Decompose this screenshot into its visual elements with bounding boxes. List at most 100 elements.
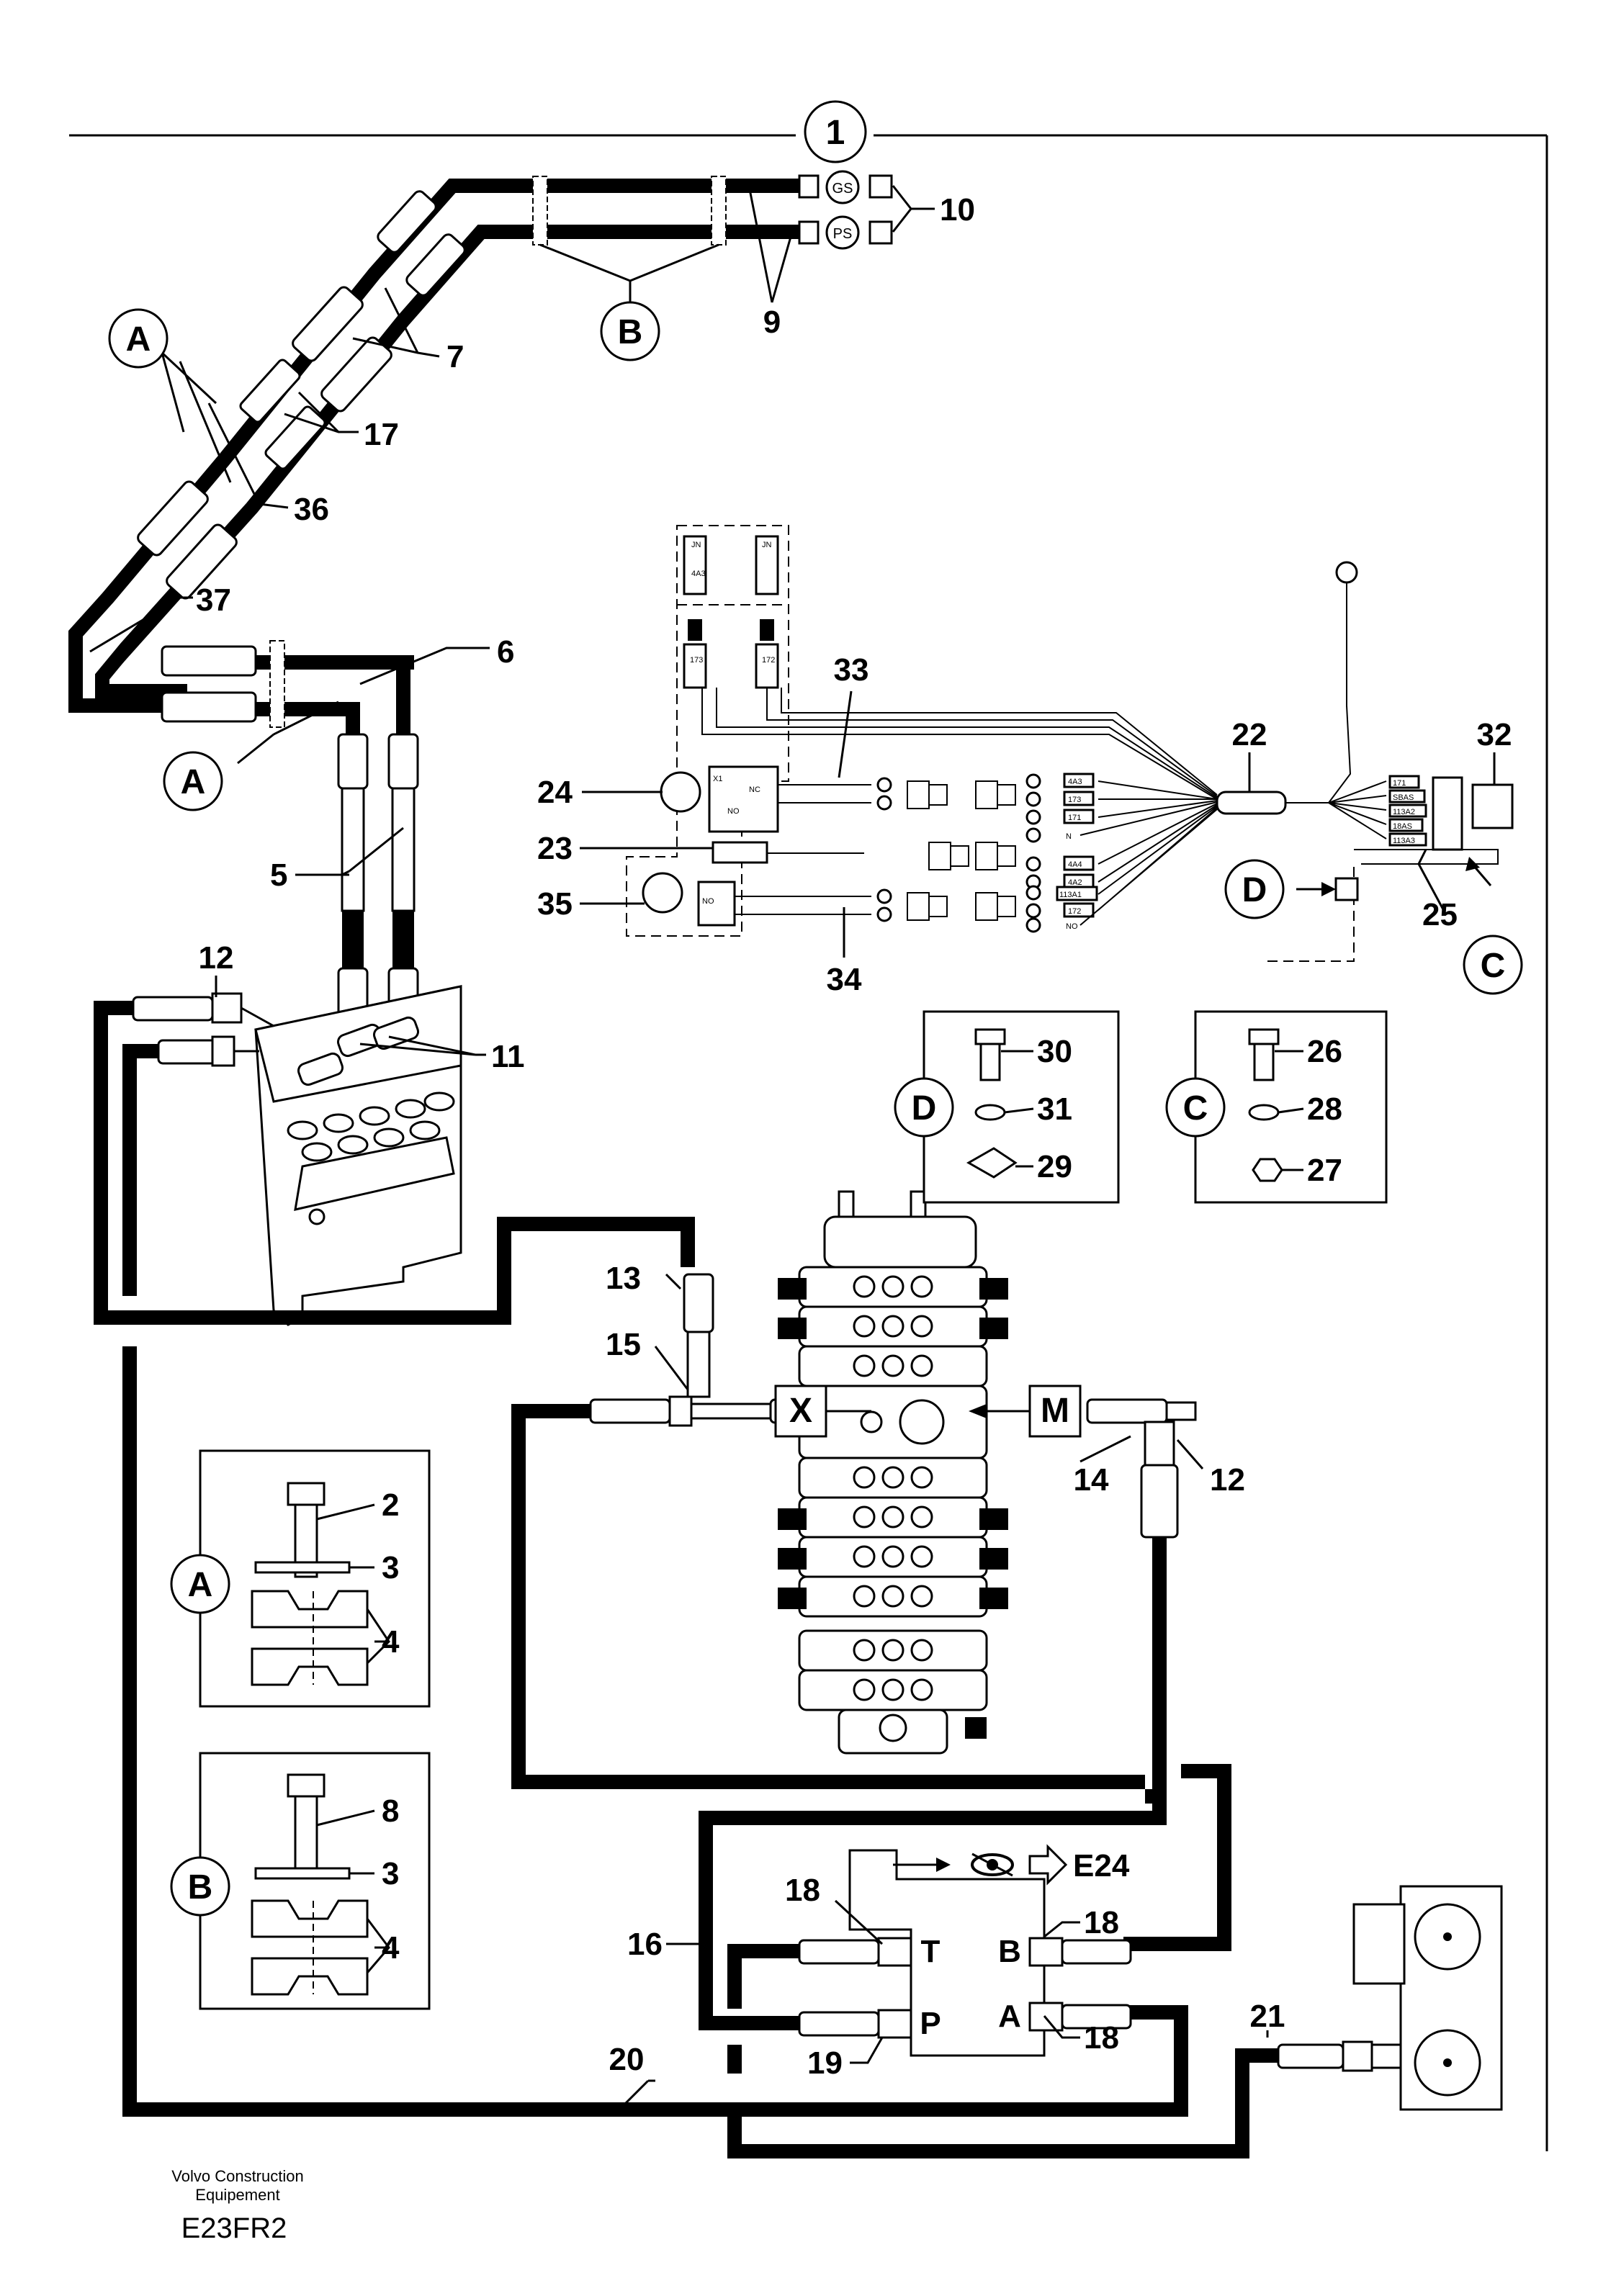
callout-16: 16 [627,1927,663,1962]
leaders-schematic [580,690,1496,958]
svg-text:10: 10 [940,192,975,228]
svg-text:22: 22 [1232,717,1267,752]
svg-text:NO: NO [702,897,714,906]
leaders-top [89,185,935,667]
svg-text:3: 3 [382,1856,399,1891]
svg-text:18AS: 18AS [1393,822,1412,831]
callout-9: 9 [763,305,781,340]
callout-letter-D-schematic: D [1224,859,1285,919]
callout-24: 24 [537,775,573,810]
callout-5: 5 [270,857,287,893]
hose-m-side [969,1398,1231,1951]
callout-12-right: 12 [1210,1462,1245,1498]
svg-text:NO: NO [727,807,740,816]
reference-e24: E24 [971,1844,1130,1886]
svg-text:14: 14 [1074,1462,1109,1498]
port-p: P [920,2006,941,2041]
callout-3-B: 3 [382,1856,399,1891]
svg-text:27: 27 [1307,1153,1342,1188]
svg-text:4: 4 [382,1930,400,1966]
svg-text:B: B [998,1934,1021,1969]
svg-text:E24: E24 [1073,1848,1130,1883]
svg-text:JN: JN [762,541,772,549]
callout-26: 26 [1307,1034,1342,1069]
company-line-1: Volvo Construction [171,2167,303,2185]
callout-4-B: 4 [382,1930,400,1966]
detail-box-A: A [170,1449,431,1708]
callout-letter-C-schematic: C [1463,935,1523,995]
svg-text:16: 16 [627,1927,663,1962]
svg-text:23: 23 [537,831,573,866]
svg-text:171: 171 [1393,779,1406,788]
svg-text:4A3: 4A3 [691,570,706,578]
callout-letter-A-mid: A [163,751,223,811]
callout-30: 30 [1037,1034,1072,1069]
svg-text:18: 18 [1084,2020,1119,2056]
svg-text:4A2: 4A2 [1068,878,1082,887]
hose-20 [122,1346,1188,2117]
electrical-schematic: JN 4A3 JN 173 172 X1 NC NO NO [626,525,1514,962]
callout-23: 23 [537,831,573,866]
svg-text:20: 20 [609,2042,645,2077]
callout-35: 35 [537,886,573,922]
footer: Volvo Construction Equipement E23FR2 [171,2167,303,2244]
callout-29: 29 [1037,1149,1072,1184]
svg-text:A: A [188,1566,213,1604]
svg-text:X: X [789,1392,812,1430]
svg-text:SBAS: SBAS [1393,793,1414,802]
svg-text:21: 21 [1250,1999,1285,2034]
callout-letter-A-top: A [108,308,169,369]
svg-text:PS: PS [833,226,853,242]
callout-32: 32 [1477,717,1512,752]
svg-text:11: 11 [491,1039,525,1074]
return-hoses-12 [94,976,695,1325]
svg-text:26: 26 [1307,1034,1342,1069]
svg-text:12: 12 [1210,1462,1245,1498]
svg-text:9: 9 [763,305,781,340]
hose-16 [666,1782,1167,2030]
port-t: T [921,1934,941,1969]
svg-text:N: N [1066,832,1072,841]
callout-31: 31 [1037,1091,1072,1127]
svg-text:8: 8 [382,1793,399,1829]
callout-18-T: 18 [785,1873,820,1908]
callout-8: 8 [382,1793,399,1829]
port-a: A [998,1999,1021,2034]
svg-text:13: 13 [606,1261,641,1296]
callout-12-left: 12 [199,940,234,976]
callout-1: 1 [804,100,867,163]
callout-18-B: 18 [1084,1905,1119,1940]
callout-13: 13 [606,1261,641,1296]
callout-letter-B-top: B [600,301,660,361]
callout-36: 36 [294,492,329,527]
detail-box-D: D [894,1010,1120,1204]
svg-text:B: B [618,313,643,351]
svg-text:P: P [920,2006,941,2041]
svg-text:18: 18 [1084,1905,1119,1940]
callout-33: 33 [834,652,869,688]
svg-text:36: 36 [294,492,329,527]
svg-text:3: 3 [382,1550,399,1585]
svg-text:173: 173 [1068,796,1081,804]
svg-text:113A1: 113A1 [1059,891,1082,899]
svg-text:19: 19 [807,2045,843,2081]
svg-text:25: 25 [1422,897,1458,932]
svg-text:2: 2 [382,1487,399,1523]
svg-text:X1: X1 [713,775,722,783]
callout-19: 19 [807,2045,843,2081]
callout-27: 27 [1307,1153,1342,1188]
callout-4-A: 4 [382,1624,400,1660]
detail-box-C: C [1165,1010,1388,1204]
callout-20: 20 [609,2042,645,2077]
svg-text:GS: GS [832,181,853,197]
svg-text:A: A [126,320,151,359]
callout-34: 34 [827,962,862,997]
svg-text:4A3: 4A3 [1068,778,1082,786]
svg-text:5: 5 [270,857,287,893]
port-ps: PS [825,215,860,250]
svg-text:C: C [1183,1089,1208,1127]
svg-text:32: 32 [1477,717,1512,752]
svg-text:113A2: 113A2 [1393,808,1415,816]
leaders-block [834,1899,1080,2064]
svg-text:4A4: 4A4 [1068,860,1082,869]
